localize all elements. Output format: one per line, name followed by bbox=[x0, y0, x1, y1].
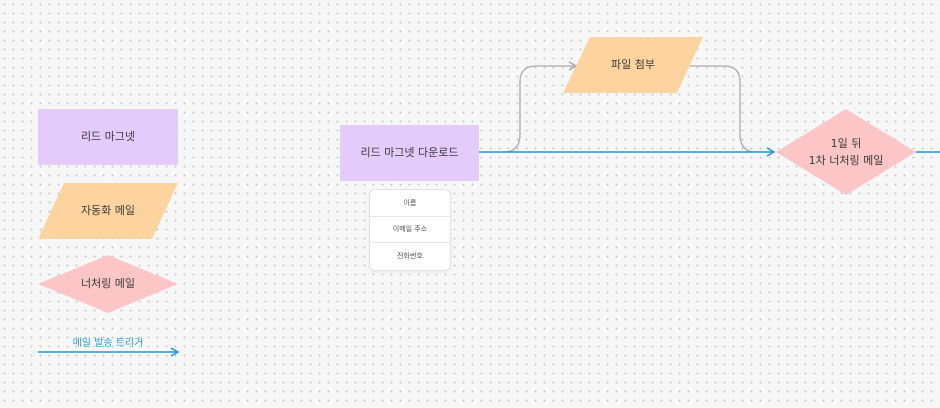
connector-from-attach bbox=[690, 65, 757, 153]
form-fields-card[interactable]: 이름 이메일 주소 전화번호 bbox=[369, 189, 451, 271]
form-field-email[interactable]: 이메일 주소 bbox=[370, 217, 450, 244]
attach-node-shape[interactable] bbox=[563, 37, 703, 93]
form-field-name[interactable]: 이름 bbox=[370, 190, 450, 217]
legend-nurture-mail-shape[interactable] bbox=[38, 255, 178, 313]
download-node-shape[interactable] bbox=[340, 125, 479, 181]
legend-lead-magnet-shape[interactable] bbox=[38, 109, 178, 165]
legend-auto-mail-shape[interactable] bbox=[38, 183, 178, 239]
form-field-phone[interactable]: 전화번호 bbox=[397, 252, 423, 261]
nurture-node-shape[interactable] bbox=[776, 109, 916, 195]
connector-to-attach bbox=[503, 61, 578, 153]
legend-trigger-label: 메일 발송 트리거 bbox=[72, 338, 144, 349]
